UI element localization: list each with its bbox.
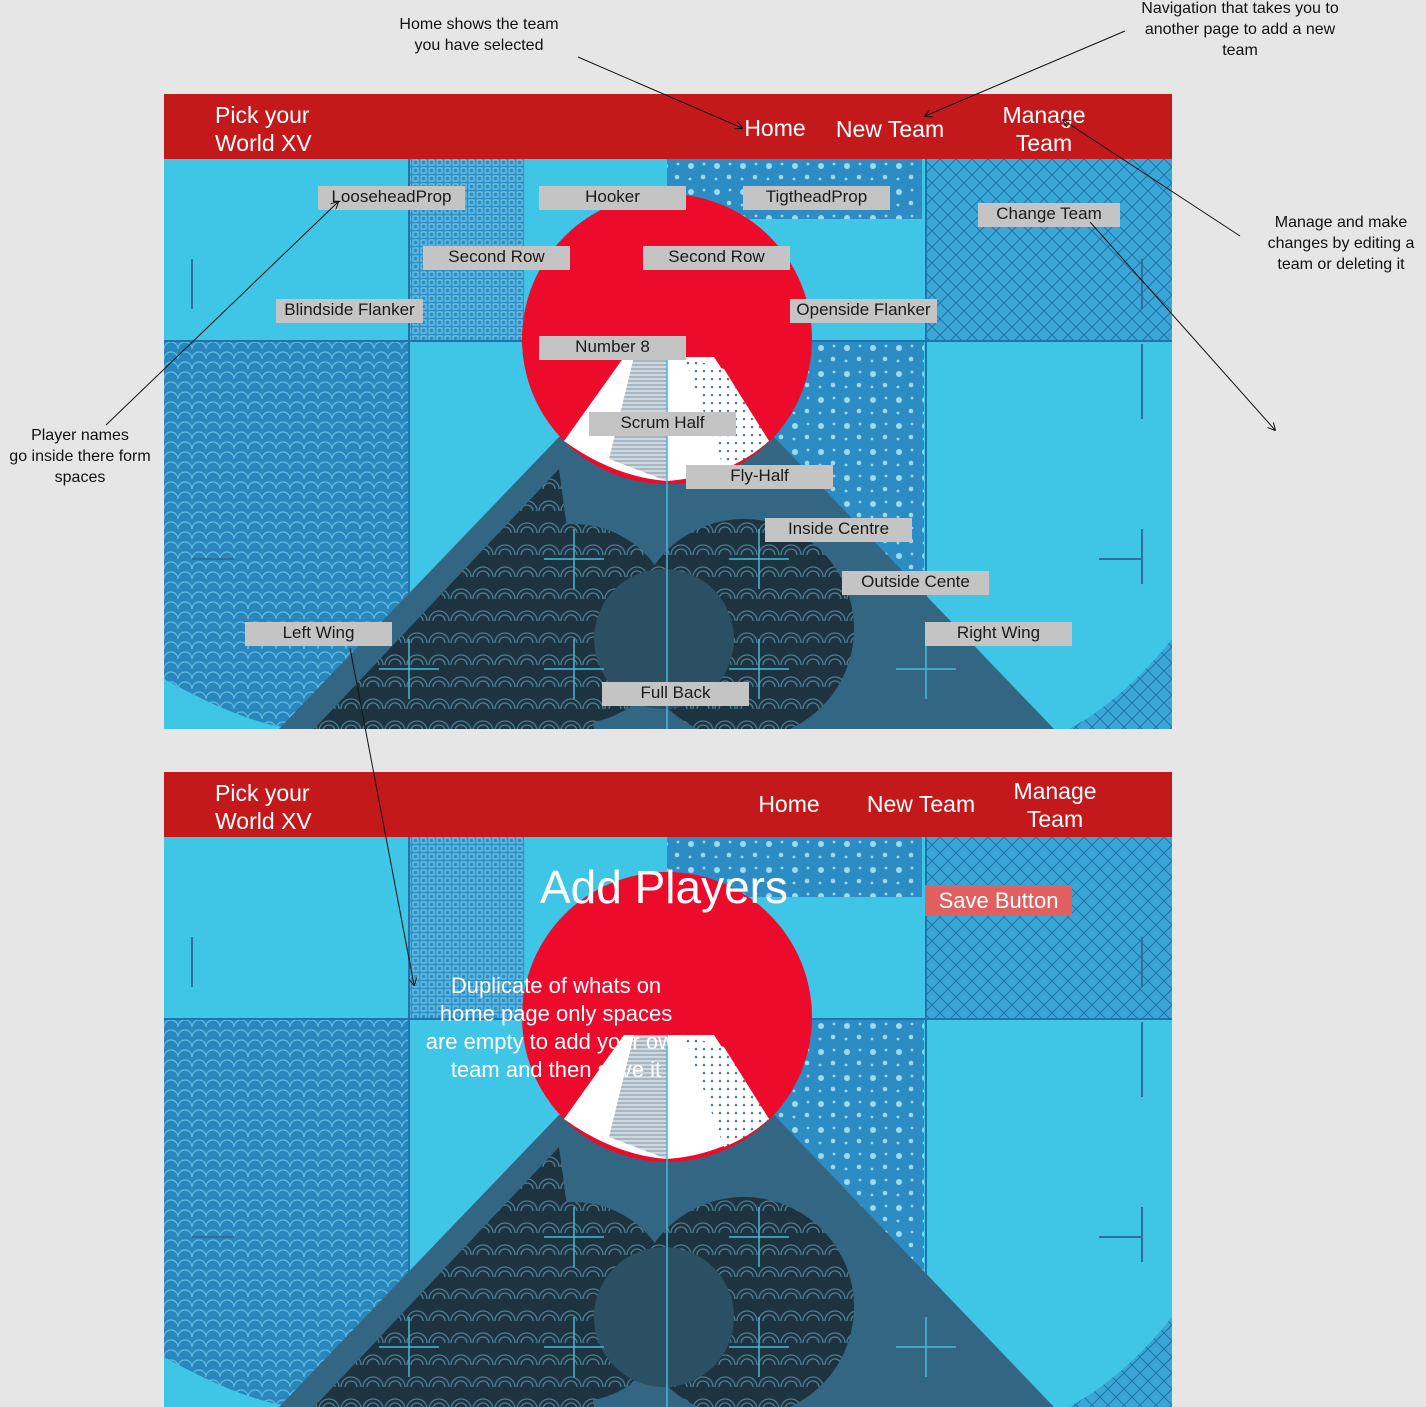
left-wing-field[interactable]: Left Wing: [245, 622, 392, 646]
fly-half-field[interactable]: Fly-Half: [686, 465, 833, 489]
scrum-half-field[interactable]: Scrum Half: [589, 412, 736, 436]
home-annotation-line-2: you have selected: [414, 37, 544, 54]
blindside-flanker-field[interactable]: Blindside Flanker: [276, 299, 423, 323]
second-row-right-field[interactable]: Second Row: [643, 246, 790, 270]
manage-label-line-2: Team: [1015, 130, 1073, 156]
save-button[interactable]: Save Button: [925, 885, 1072, 916]
full-back-field[interactable]: Full Back: [602, 682, 749, 706]
manage-label-line-1: Manage: [1002, 102, 1086, 128]
new-team-annotation-line-3: team: [1222, 42, 1258, 59]
tighthead-prop-field[interactable]: TigtheadProp: [743, 186, 890, 210]
page-description: Duplicate of whats on home page only spa…: [406, 972, 706, 1084]
site-brand[interactable]: Pick your World XV: [215, 101, 355, 157]
number-8-field[interactable]: Number 8: [539, 336, 686, 360]
loosehead-prop-field[interactable]: LooseheadProp: [318, 186, 465, 210]
description-line-3: are empty to add your own: [425, 1029, 687, 1054]
new-team-annotation-line-2: another page to add a new: [1144, 21, 1336, 38]
page-title: Add Players: [539, 861, 788, 913]
manage-annotation-line-1: Manage and make: [1274, 214, 1408, 231]
manage-label-line-1: Manage: [1013, 778, 1097, 804]
brand-line-2: World XV: [215, 130, 312, 156]
nav-manage-team-link[interactable]: Manage Team: [1005, 777, 1105, 833]
home-annotation-line-1: Home shows the team: [399, 16, 559, 33]
brand-line-1: Pick your: [215, 102, 310, 128]
nav-new-team-link[interactable]: New Team: [835, 116, 945, 142]
players-annotation-line-2: go inside there form: [9, 448, 151, 465]
new-team-page-frame: Pick your World XV Home New Team Manage …: [164, 772, 1172, 1407]
new-team-annotation: Navigation that takes you to another pag…: [1120, 0, 1360, 61]
home-annotation: Home shows the team you have selected: [379, 14, 579, 56]
change-team-field[interactable]: Change Team: [978, 203, 1120, 227]
top-navigation-bar: Pick your World XV Home New Team Manage …: [164, 94, 1172, 159]
description-line-2: home page only spaces: [439, 1001, 673, 1026]
top-navigation-bar: Pick your World XV Home New Team Manage …: [164, 772, 1172, 837]
nav-new-team-link[interactable]: New Team: [866, 791, 976, 817]
nav-home-link[interactable]: Home: [744, 115, 806, 141]
players-annotation-line-3: spaces: [54, 469, 106, 486]
nav-home-link[interactable]: Home: [758, 791, 820, 817]
inside-centre-field[interactable]: Inside Centre: [765, 518, 912, 542]
hooker-field[interactable]: Hooker: [539, 186, 686, 210]
manage-annotation-line-3: team or deleting it: [1277, 256, 1405, 273]
home-page-frame: Pick your World XV Home New Team Manage …: [164, 94, 1172, 729]
nav-manage-team-link[interactable]: Manage Team: [994, 101, 1094, 157]
mountain-sun-artwork: [164, 837, 1172, 1407]
manage-annotation: Manage and make changes by editing a tea…: [1256, 212, 1426, 275]
right-wing-field[interactable]: Right Wing: [925, 622, 1072, 646]
new-team-annotation-line-1: Navigation that takes you to: [1141, 0, 1339, 17]
manage-annotation-line-2: changes by editing a: [1267, 235, 1415, 252]
players-annotation: Player names go inside there form spaces: [0, 425, 160, 488]
outside-centre-field[interactable]: Outside Cente: [842, 571, 989, 595]
description-line-4: team and then save it: [450, 1057, 662, 1082]
site-brand[interactable]: Pick your World XV: [215, 779, 355, 835]
manage-label-line-2: Team: [1026, 806, 1084, 832]
brand-line-2: World XV: [215, 808, 312, 834]
openside-flanker-field[interactable]: Openside Flanker: [790, 299, 937, 323]
description-line-1: Duplicate of whats on: [450, 973, 662, 998]
players-annotation-line-1: Player names: [31, 427, 129, 444]
brand-line-1: Pick your: [215, 780, 310, 806]
second-row-left-field[interactable]: Second Row: [423, 246, 570, 270]
